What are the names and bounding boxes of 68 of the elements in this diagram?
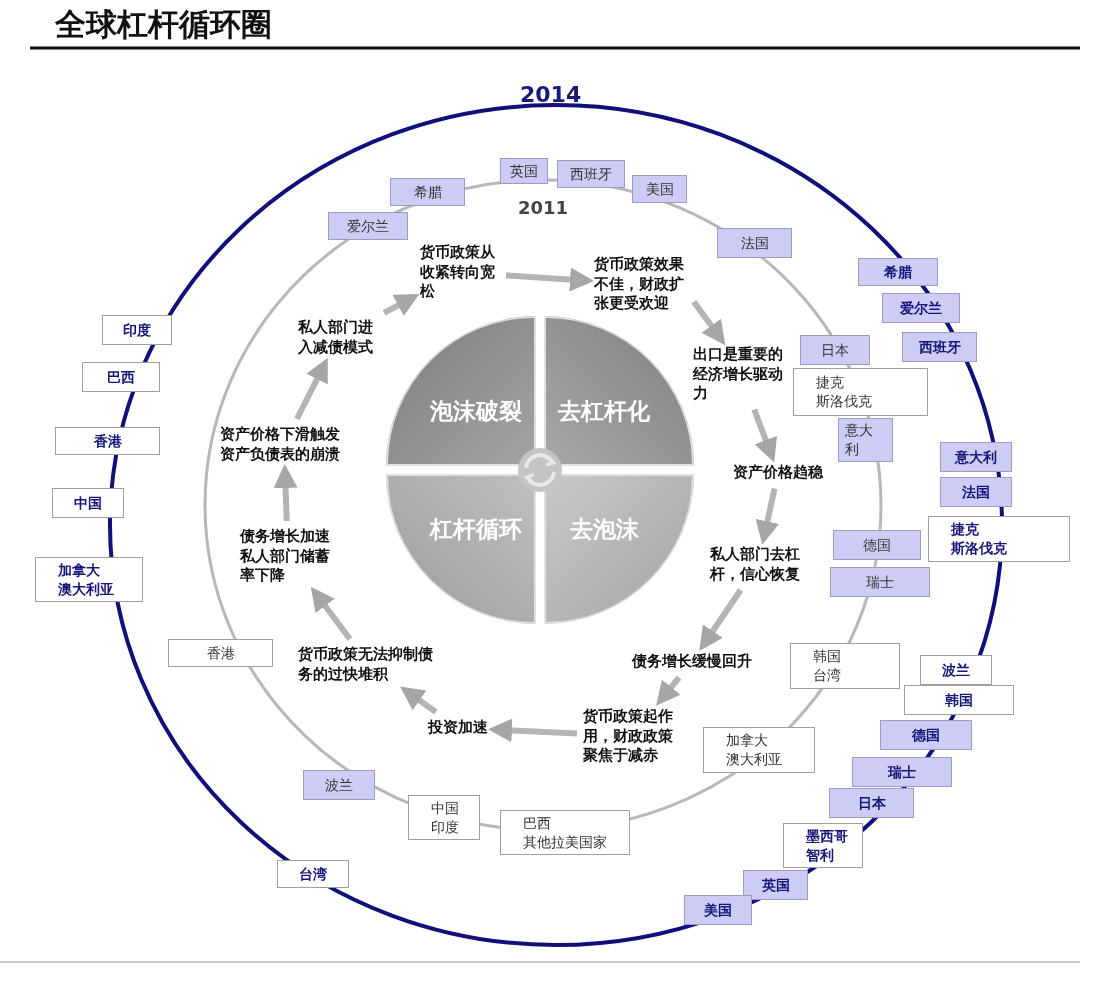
country-tag: 法国: [717, 228, 792, 258]
arrow: [656, 675, 682, 706]
country-tag: 美国: [684, 895, 752, 925]
country-tag: 瑞士: [852, 757, 952, 787]
stage-text: 私人部门去杠杆，信心恢复: [710, 545, 806, 584]
country-tag: 爱尔兰: [882, 293, 960, 323]
arrow: [294, 357, 328, 421]
stage-text: 债务增长加速私人部门储蓄率下降: [240, 527, 336, 586]
arrow: [699, 588, 744, 651]
stage-text: 货币政策起作用，财政政策聚焦于减赤: [583, 707, 679, 766]
country-tag: 日本: [800, 335, 870, 365]
country-tag: 德国: [833, 530, 921, 560]
country-tag: 捷克 斯洛伐克: [928, 516, 1070, 562]
stage-text: 货币政策从收紧转向宽松: [420, 243, 500, 302]
country-tag: 台湾: [277, 860, 349, 888]
year-label: 2014: [520, 82, 582, 107]
pie-segment: 去杠杆化: [544, 316, 694, 466]
pie-segment: 泡沫破裂: [386, 316, 536, 466]
stage-text: 资产价格趋稳: [733, 463, 823, 483]
page-title: 全球杠杆循环圈: [55, 5, 272, 44]
arrow: [488, 718, 578, 743]
country-tag: 捷克 斯洛伐克: [793, 368, 928, 416]
country-tag: 波兰: [303, 770, 375, 800]
country-tag: 希腊: [858, 258, 938, 286]
stage-text: 货币政策效果不佳，财政扩张更受欢迎: [594, 255, 690, 314]
arrow: [310, 586, 353, 641]
arrow: [751, 408, 777, 463]
country-tag: 英国: [500, 158, 548, 184]
country-tag: 法国: [940, 477, 1012, 507]
country-tag: 中国: [52, 488, 124, 518]
country-tag: 英国: [743, 870, 808, 900]
country-tag: 香港: [55, 427, 160, 455]
arrow: [755, 487, 780, 545]
country-tag: 中国 印度: [408, 795, 480, 840]
pie-segment: 去泡沫: [544, 474, 694, 624]
arrow: [400, 686, 438, 715]
country-tag: 加拿大 澳大利亚: [703, 727, 815, 773]
stage-text: 投资加速: [428, 718, 488, 738]
country-tag: 希腊: [390, 178, 465, 206]
country-tag: 波兰: [920, 655, 992, 685]
year-label: 2011: [518, 197, 569, 218]
country-tag: 西班牙: [902, 332, 977, 362]
country-tag: 香港: [168, 639, 273, 667]
stage-text: 私人部门进入减债模式: [298, 318, 378, 357]
country-tag: 巴西: [82, 362, 160, 392]
country-tag: 意大利: [940, 442, 1012, 472]
country-tag: 西班牙: [557, 160, 625, 188]
stage-text: 债务增长缓慢回升: [632, 652, 752, 672]
country-tag: 德国: [880, 720, 972, 750]
country-tag: 意大利: [838, 418, 893, 462]
country-tag: 爱尔兰: [328, 212, 408, 240]
country-tag: 印度: [102, 315, 172, 345]
country-tag: 墨西哥 智利: [783, 823, 863, 868]
country-tag: 巴西 其他拉美国家: [500, 810, 630, 855]
country-tag: 美国: [632, 175, 687, 203]
pie-segment: 杠杆循环: [386, 474, 536, 624]
arrow: [505, 267, 594, 292]
arrow: [273, 464, 298, 522]
country-tag: 韩国: [904, 685, 1014, 715]
country-tag: 瑞士: [830, 567, 930, 597]
country-tag: 日本: [829, 788, 914, 818]
arrow: [382, 294, 420, 316]
arrow: [691, 300, 726, 346]
stage-text: 货币政策无法抑制债务的过快堆积: [298, 645, 440, 684]
stage-text: 资产价格下滑触发资产负债表的崩溃: [220, 425, 348, 464]
country-tag: 加拿大 澳大利亚: [35, 557, 143, 602]
stage-text: 出口是重要的经济增长驱动力: [693, 345, 789, 404]
country-tag: 韩国 台湾: [790, 643, 900, 689]
